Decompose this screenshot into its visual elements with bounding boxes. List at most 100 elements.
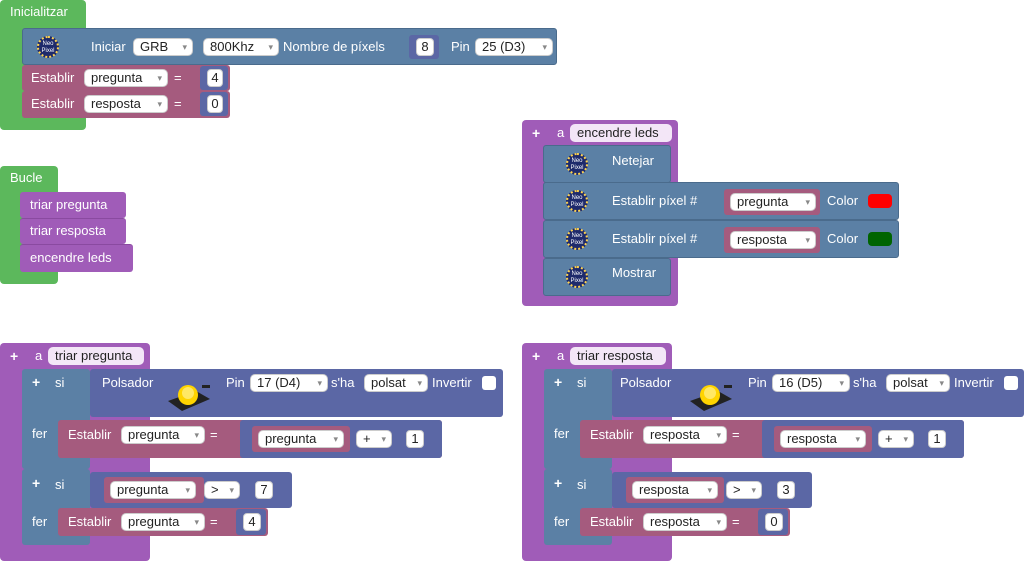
- mostrar-label: Mostrar: [612, 265, 657, 280]
- neopixel-init-block[interactable]: Neo Pixel Iniciar GRB▾ 800Khz▾ Nombre de…: [22, 28, 557, 65]
- neopixel-icon-text: Neo Pixel: [570, 158, 584, 171]
- button-condition-block[interactable]: Polsador Pin 16 (D5)▾ s'ha polsat▾ Inver…: [612, 369, 1024, 417]
- neopixel-set-pixel-block-2[interactable]: Neo Pixel Establir píxel # resposta▾ Col…: [543, 220, 899, 258]
- number-input[interactable]: 4: [207, 69, 223, 87]
- set-label: Establir: [590, 514, 634, 529]
- number-input[interactable]: 4: [243, 513, 261, 531]
- set-pregunta-block[interactable]: Establir pregunta▾ = 4: [22, 65, 230, 91]
- iniciar-label: Iniciar: [91, 39, 126, 54]
- set-resposta-block[interactable]: Establir resposta▾ = 0: [22, 91, 230, 118]
- neopixel-show-block[interactable]: Neo Pixel Mostrar: [543, 258, 671, 296]
- variable-dropdown[interactable]: pregunta▾: [121, 426, 205, 444]
- plus-icon[interactable]: +: [554, 475, 563, 491]
- equals-label: =: [732, 427, 740, 442]
- set-label: Establir: [68, 427, 112, 442]
- comparison-dropdown[interactable]: >▾: [726, 481, 762, 499]
- pin-dropdown[interactable]: 25 (D3)▾: [475, 38, 553, 56]
- init-hat-label: Inicialitzar: [10, 4, 68, 19]
- plus-icon[interactable]: +: [532, 348, 541, 364]
- function-name-field[interactable]: triar resposta: [570, 347, 666, 365]
- neopixel-icon: Neo Pixel: [566, 228, 588, 250]
- variable-value: pregunta: [91, 70, 143, 85]
- plus-icon[interactable]: +: [32, 475, 41, 491]
- variable-dropdown[interactable]: pregunta▾: [84, 69, 168, 87]
- state-dropdown[interactable]: polsat▾: [886, 374, 950, 392]
- neopixel-icon: Neo Pixel: [566, 190, 588, 212]
- equals-label: =: [732, 514, 740, 529]
- pixel-count-input[interactable]: 8: [416, 38, 434, 56]
- neopixel-icon-text: Neo Pixel: [41, 41, 55, 54]
- neopixel-set-pixel-block-1[interactable]: Neo Pixel Establir píxel # pregunta▾ Col…: [543, 182, 899, 220]
- plus-icon[interactable]: +: [554, 374, 563, 390]
- number-input[interactable]: 0: [765, 513, 783, 531]
- color-order-dropdown[interactable]: GRB▾: [133, 38, 193, 56]
- set-increment-block[interactable]: Establir resposta▾ = resposta▾ +▾ 1: [580, 420, 964, 458]
- compare-block[interactable]: pregunta▾ >▾ 7: [90, 472, 292, 508]
- set-reset-block[interactable]: Establir pregunta▾ = 4: [58, 508, 268, 536]
- variable-value: pregunta: [128, 427, 180, 442]
- comparison-dropdown[interactable]: >▾: [204, 481, 240, 499]
- color-order-value: GRB: [140, 39, 169, 54]
- dropdown-arrow-icon: ▾: [939, 378, 944, 388]
- dropdown-arrow-icon: ▾: [716, 430, 721, 440]
- variable-dropdown[interactable]: resposta▾: [84, 95, 168, 113]
- variable-dropdown[interactable]: pregunta▾: [730, 193, 816, 211]
- dropdown-arrow-icon: ▾: [317, 378, 322, 388]
- pin-dropdown[interactable]: 16 (D5)▾: [772, 374, 850, 392]
- color-swatch-green[interactable]: [868, 232, 892, 246]
- variable-dropdown[interactable]: resposta▾: [632, 481, 718, 499]
- set-increment-block[interactable]: Establir pregunta▾ = pregunta▾ +▾ 1: [58, 420, 442, 458]
- compare-block[interactable]: resposta▾ >▾ 3: [612, 472, 812, 508]
- plus-icon[interactable]: +: [32, 374, 41, 390]
- set-label: Establir: [31, 96, 75, 111]
- dropdown-arrow-icon: ▾: [751, 485, 756, 495]
- dropdown-arrow-icon: ▾: [194, 517, 199, 527]
- color-swatch-red[interactable]: [868, 194, 892, 208]
- state-value: polsat: [371, 375, 406, 390]
- number-input[interactable]: 0: [207, 95, 223, 113]
- variable-dropdown[interactable]: pregunta▾: [110, 481, 196, 499]
- variable-dropdown[interactable]: pregunta ▾: [121, 513, 205, 531]
- comparison-value: >: [211, 482, 219, 497]
- plus-icon[interactable]: +: [532, 125, 541, 141]
- pin-value: 17 (D4): [257, 375, 301, 390]
- neopixel-clear-block[interactable]: Neo Pixel Netejar: [543, 145, 671, 183]
- operator-dropdown[interactable]: +▾: [356, 430, 392, 448]
- variable-value: pregunta: [265, 431, 317, 446]
- call-label: triar pregunta: [30, 197, 108, 212]
- operator-value: +: [885, 431, 893, 446]
- variable-dropdown[interactable]: resposta ▾: [643, 426, 727, 444]
- call-triar-pregunta[interactable]: triar pregunta: [20, 192, 126, 218]
- variable-value: pregunta: [128, 514, 180, 529]
- invert-checkbox[interactable]: [482, 376, 496, 390]
- button-condition-block[interactable]: Polsador Pin 17 (D4)▾ s'ha polsat▾ Inver…: [90, 369, 503, 417]
- invertir-label: Invertir: [954, 375, 994, 390]
- fer-label: fer: [32, 514, 48, 529]
- variable-value: resposta: [650, 427, 700, 442]
- pin-dropdown[interactable]: 17 (D4) ▾: [250, 374, 328, 392]
- operator-dropdown[interactable]: +▾: [878, 430, 914, 448]
- number-input[interactable]: 3: [777, 481, 795, 499]
- state-dropdown[interactable]: polsat▾: [364, 374, 428, 392]
- function-name-field[interactable]: triar pregunta: [48, 347, 144, 365]
- neopixel-icon-text: Neo Pixel: [570, 271, 584, 284]
- frequency-dropdown[interactable]: 800Khz▾: [203, 38, 279, 56]
- variable-dropdown[interactable]: resposta▾: [780, 430, 866, 448]
- call-triar-resposta[interactable]: triar resposta: [20, 218, 126, 244]
- sha-label: s'ha: [853, 375, 877, 390]
- equals-label: =: [210, 514, 218, 529]
- variable-dropdown[interactable]: pregunta▾: [258, 430, 344, 448]
- invert-checkbox[interactable]: [1004, 376, 1018, 390]
- function-a-label: a: [557, 348, 565, 363]
- number-input[interactable]: 7: [255, 481, 273, 499]
- number-input[interactable]: 1: [928, 430, 946, 448]
- variable-dropdown[interactable]: resposta▾: [643, 513, 727, 531]
- function-name-field[interactable]: encendre leds: [570, 124, 672, 142]
- variable-dropdown[interactable]: resposta▾: [730, 231, 816, 249]
- pixel-count-label: Nombre de píxels: [283, 39, 385, 54]
- number-input[interactable]: 1: [406, 430, 424, 448]
- set-reset-block[interactable]: Establir resposta▾ = 0: [580, 508, 790, 536]
- plus-icon[interactable]: +: [10, 348, 19, 364]
- call-encendre-leds[interactable]: encendre leds: [20, 244, 133, 272]
- frequency-value: 800Khz: [210, 39, 255, 54]
